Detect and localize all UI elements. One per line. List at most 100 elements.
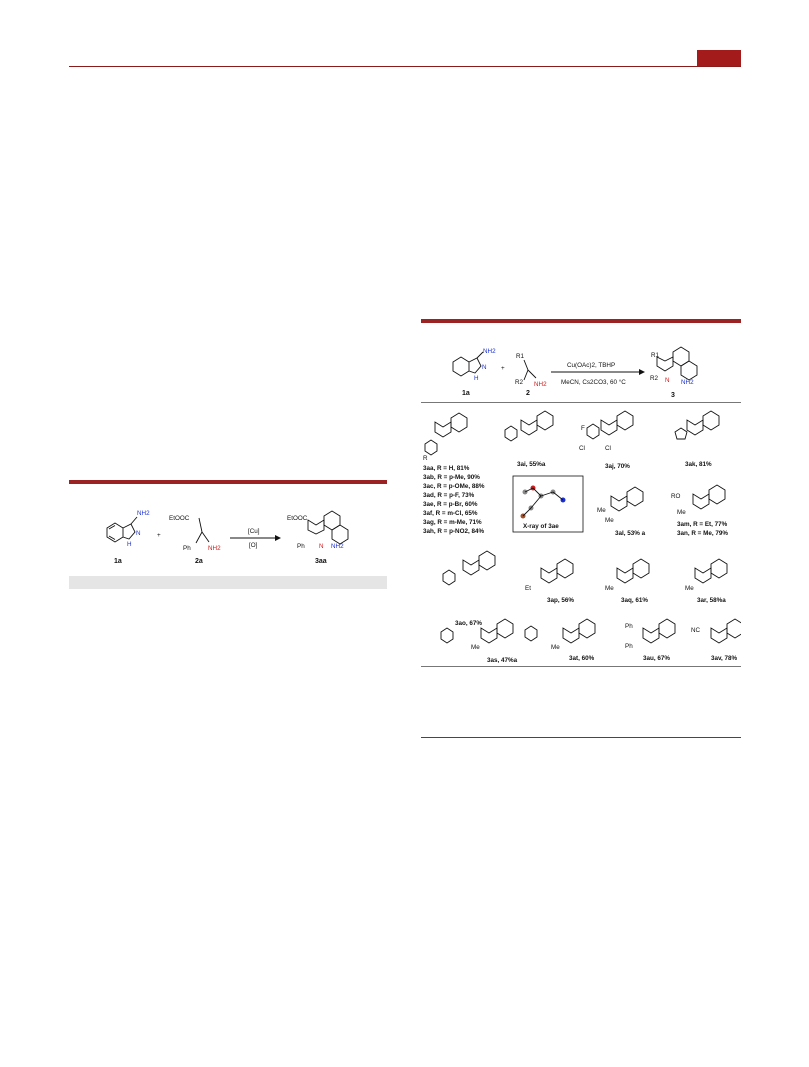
aa-series-4: 3ae, R = p-Br, 60% (423, 501, 478, 508)
structure-3aa-series (424, 412, 468, 456)
label-3aj: 3aj, 70% (605, 463, 630, 470)
me-label-3am: Me (677, 509, 686, 516)
et-label: Et (525, 585, 531, 592)
label-3av: 3av, 78% (711, 655, 738, 662)
label-3at: 3at, 60% (569, 655, 595, 662)
nh2-label-right: NH2 (483, 348, 496, 355)
aa-series-2: 3ac, R = p-OMe, 88% (423, 483, 485, 490)
label-3au: 3au, 67% (643, 655, 670, 662)
structure-3al (610, 486, 644, 512)
me-label-3al-2: Me (605, 517, 614, 524)
n-product-label-right: N (665, 377, 670, 384)
header-rule (69, 66, 741, 67)
ph-label-3au-2: Ph (625, 643, 633, 650)
am-series-1: 3an, R = Me, 79% (677, 530, 728, 537)
xray-structure (520, 485, 566, 519)
n-label-right: N (482, 364, 487, 371)
structure-3ar (694, 558, 728, 584)
table-footer-rule (421, 666, 741, 667)
xray-box (512, 475, 584, 533)
compound-label-3: 3 (671, 392, 675, 399)
structure-3am (692, 484, 726, 510)
structure-3ao (442, 550, 496, 586)
nh2-product-label: NH2 (331, 543, 344, 550)
f-label: F (581, 425, 585, 432)
aa-series-7: 3ah, R = p-NO2, 84% (423, 528, 484, 535)
r2-label: R2 (515, 379, 524, 386)
aa-series-3: 3ad, R = p-F, 73% (423, 492, 475, 499)
table-header-rule (421, 402, 741, 403)
xray-caption: X-ray of 3ae (523, 523, 559, 530)
ph-product-label: Ph (297, 543, 305, 550)
structure-3as (440, 618, 514, 644)
structure-3ak (674, 410, 720, 440)
nc-label: NC (691, 627, 701, 634)
plus-sign-right: + (501, 365, 505, 372)
scheme1-caption-row (69, 576, 387, 589)
structure-3au (642, 618, 676, 644)
nh2-red-label-right: NH2 (534, 381, 547, 388)
scheme1: NH2 N H 1a + EtOOC Ph NH2 2a [Cu] [O] Et… (106, 510, 349, 565)
compound-label-1a: 1a (114, 558, 122, 565)
me-label-3at: Me (551, 644, 560, 651)
scheme2: NH2 N H 1a + R1 R2 NH2 2 Cu(OAc)2, TBHP … (452, 346, 698, 399)
conditions-bottom: MeCN, Cs2CO3, 60 °C (561, 378, 626, 386)
aa-series-1: 3ab, R = p-Me, 90% (423, 474, 480, 481)
nh2-product-label-right: NH2 (681, 379, 694, 386)
label-3ai: 3ai, 55%a (517, 461, 546, 468)
label-3ak: 3ak, 81% (685, 461, 712, 468)
aa-series-0: 3aa, R = H, 81% (423, 465, 470, 472)
substrate-table: R F Cl Cl 3aa, R = H, 81% 3ab, R = p-Me,… (423, 410, 741, 664)
indazole-structure-1a (106, 516, 138, 543)
label-3ap: 3ap, 56% (547, 597, 574, 604)
label-3ar: 3ar, 58%a (697, 597, 726, 604)
n-product-label: N (319, 543, 324, 550)
structure-3ap (540, 558, 574, 584)
n-label: N (136, 530, 141, 537)
plus-sign: + (157, 532, 161, 539)
reagent-cu: [Cu] (248, 528, 260, 535)
nh2-label: NH2 (137, 510, 150, 517)
ro-label: RO (671, 493, 681, 500)
enamine-structure-2 (523, 359, 537, 381)
label-3al: 3al, 53% a (615, 530, 646, 537)
nh2-red-label: NH2 (208, 545, 221, 552)
me-label-3ar: Me (685, 585, 694, 592)
r2-product-label: R2 (650, 375, 659, 382)
conditions-top: Cu(OAc)2, TBHP (567, 362, 615, 369)
structure-3at (524, 618, 596, 644)
cl-label-left: Cl (579, 445, 585, 452)
structure-3aj (586, 410, 634, 440)
label-3aq: 3aq, 61% (621, 597, 648, 604)
compound-label-2a: 2a (195, 558, 203, 565)
etooc-label: EtOOC (169, 515, 190, 522)
isoquinoline-structure-3aa (307, 510, 349, 545)
r1-label: R1 (516, 353, 525, 360)
isoquinoline-structure-3 (656, 346, 698, 381)
ph-label-3au: Ph (625, 623, 633, 630)
scheme1-bar (69, 480, 387, 484)
table-bottom-rule (421, 737, 741, 738)
me-label-3aq: Me (605, 585, 614, 592)
reagent-o: [O] (249, 542, 258, 549)
nh-label: H (127, 541, 132, 548)
enamine-structure-2a (195, 517, 210, 544)
indazole-structure-1a-right (452, 351, 484, 377)
compound-label-1a-right: 1a (462, 390, 470, 397)
am-series-0: 3am, R = Et, 77% (677, 521, 728, 528)
structure-3aq (616, 558, 650, 584)
me-label-3as: Me (471, 644, 480, 651)
label-3as: 3as, 47%a (487, 657, 518, 664)
ph-label: Ph (183, 545, 191, 552)
header-tab (697, 50, 741, 66)
compound-label-3aa: 3aa (315, 558, 327, 565)
cl-label-right: Cl (605, 445, 611, 452)
table-bar (421, 319, 741, 323)
compound-label-2: 2 (526, 390, 530, 397)
me-label-3al: Me (597, 507, 606, 514)
aa-series-5: 3af, R = m-Cl, 65% (423, 510, 478, 517)
nh-label-right: H (474, 375, 479, 382)
etooc-product-label: EtOOC (287, 515, 308, 522)
label-3ao: 3ao, 67% (455, 620, 482, 627)
structure-3ai (504, 410, 554, 442)
